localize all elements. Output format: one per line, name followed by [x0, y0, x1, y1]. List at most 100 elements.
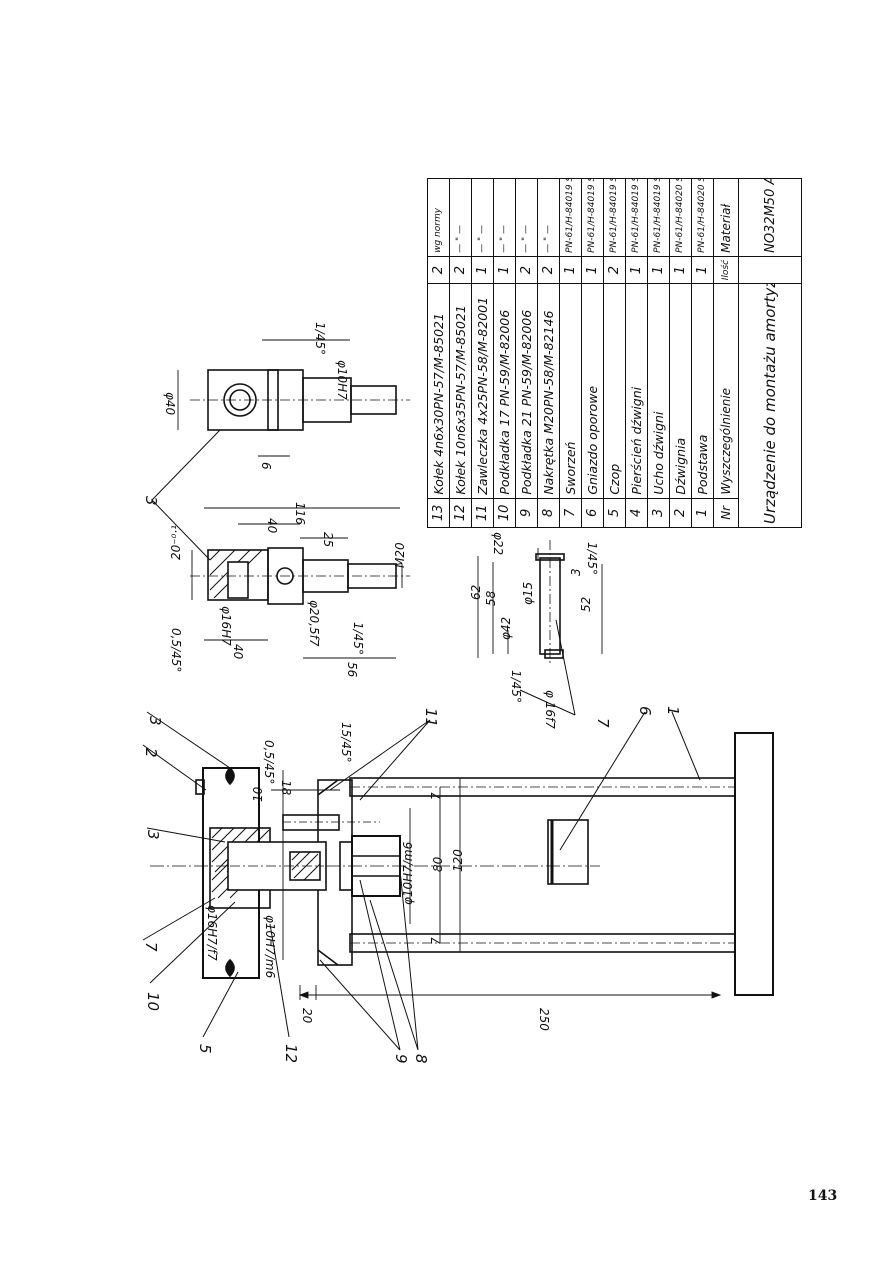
dim-16f7: φ 16f7 [543, 690, 557, 729]
balloon-2: 2 [142, 748, 160, 758]
balloon-5a: 3 [146, 716, 164, 726]
dim-56: 56 [345, 662, 359, 678]
bom-cell-material: PN-61/H-84020 St.5 [669, 178, 692, 257]
bom-cell-qty: 2 [603, 256, 626, 284]
bom-cell-nr: 10 [493, 498, 516, 528]
fit-10h7-m6-b: φ10H7/m6 [263, 915, 277, 979]
bom-header-nr: Nr [713, 498, 739, 528]
chamfer-pin-1: 1/45° [509, 670, 523, 703]
chamfer-pin-2: 1/45° [585, 542, 599, 575]
chamfer-1: 1/45° [351, 622, 365, 655]
bom-cell-nr: 3 [647, 498, 670, 528]
balloon-3b: 3 [142, 496, 160, 506]
dim-25: 25 [321, 532, 335, 547]
bom-cell-material: — " — [537, 178, 560, 257]
dim-250: 250 [537, 1008, 551, 1031]
bom-title-row: Urządzenie do montażu amortyzatora NO32M… [738, 178, 802, 528]
bom-cell-material: PN-61/H-84020 St.5 [691, 178, 714, 257]
balloon-1: 1 [664, 706, 682, 716]
base-plate [734, 732, 774, 996]
bom-drawing-code: NO32M50 A [738, 178, 802, 257]
balloon-6: 6 [636, 706, 654, 716]
fit-10h7-m6-a: φ10H7/m6 [401, 841, 415, 905]
bom-cell-name: Pierścień dźwigni [625, 283, 648, 499]
bom-cell-material: PN-61/H-84019 St.Ol.20 [625, 178, 648, 257]
bom-cell-name: Nakrętka M20PN-58/M-82146 [537, 283, 560, 499]
bom-cell-nr: 7 [559, 498, 582, 528]
bom-cell-qty: 1 [559, 256, 582, 284]
dim-58: 58 [484, 590, 498, 606]
dim-80: 80 [431, 856, 445, 872]
balloon-8: 8 [412, 1054, 430, 1064]
bom-cell-nr: 5 [603, 498, 626, 528]
bom-cell-material: — " — [449, 178, 472, 257]
bom-cell-qty: 2 [427, 256, 450, 284]
dim-18: 18 [279, 780, 293, 796]
dim-16h7: φ16H7 [219, 606, 233, 646]
balloon-10: 10 [144, 992, 162, 1011]
bom-cell-nr: 2 [669, 498, 692, 528]
dim-10h7: φ10H7 [335, 360, 349, 400]
socket [547, 819, 589, 885]
chamfer-top: 1/45° [313, 322, 327, 355]
bom-cell-material: PN-61/H-84019 St.Ol.55 [603, 178, 626, 257]
bom-cell-name: Sworzeń [559, 283, 582, 499]
dim-62: 62 [469, 585, 483, 600]
bom-cell-nr: 1 [691, 498, 714, 528]
bom-cell-nr: 11 [471, 498, 494, 528]
chamfer-15: 15/45° [339, 722, 353, 763]
bom-header-qty: Ilość [713, 256, 739, 284]
bom-cell-name: Podkładka 21 PN-59/M-82006 [515, 283, 538, 499]
chamfer-05: 0,5/45° [262, 740, 276, 784]
bom-cell-name: Podkładka 17 PN-59/M-82006 [493, 283, 516, 499]
bom-cell-qty: 2 [449, 256, 472, 284]
bom-cell-name: Gniazdo oporowe [581, 283, 604, 499]
chamfer-05b: 0,5/45° [169, 628, 183, 672]
bom-cell-name: Czop [603, 283, 626, 499]
balloon-12: 11 [422, 708, 440, 727]
bom-cell-name: Zawleczka 4x25PN-58/M-82001 [471, 283, 494, 499]
dim-40b: 40 [231, 644, 245, 660]
bom-cell-name: Kołek 4n6x30PN-57/M-85021 [427, 283, 450, 499]
dim-22: φ22 [491, 532, 505, 555]
dim-7a: 7 [429, 792, 443, 800]
bom-header-material: Materiał [713, 178, 739, 257]
bom-cell-nr: 12 [449, 498, 472, 528]
bom-header-row: Nr Wyszczególnienie Ilość Materiał [713, 178, 739, 528]
balloon-7b: 7 [594, 718, 612, 728]
bom-cell-qty: 2 [515, 256, 538, 284]
bom-cell-nr: 13 [427, 498, 450, 528]
bom-cell-nr: 9 [515, 498, 538, 528]
bom-header-name: Wyszczególnienie [713, 283, 739, 499]
fit-16h7-f7: φ16H7/f7 [205, 905, 219, 961]
bom-cell-material: wg normy [427, 178, 450, 257]
bom-cell-qty: 1 [691, 256, 714, 284]
balloon-5b: 5 [196, 1044, 214, 1054]
balloon-3: 3 [144, 830, 162, 840]
balloon-11: 12 [282, 1044, 300, 1063]
dim-120: 120 [451, 849, 465, 872]
bom-cell-qty: 1 [471, 256, 494, 284]
dim-10: 10 [251, 786, 265, 802]
bom-cell-name: Ucho dźwigni [647, 283, 670, 499]
dim-3: 3 [569, 568, 583, 576]
dim-20-01: 20⁻⁰·¹ [169, 525, 183, 560]
dim-7b: 7 [429, 937, 443, 945]
dim-40a: 40 [265, 518, 279, 534]
bom-cell-material: PN-61/H-84019 St.Ol.45 [559, 178, 582, 257]
bom-title: Urządzenie do montażu amortyzatora [738, 283, 802, 528]
bom-cell-qty: 1 [581, 256, 604, 284]
bom-cell-material: — " — [471, 178, 494, 257]
